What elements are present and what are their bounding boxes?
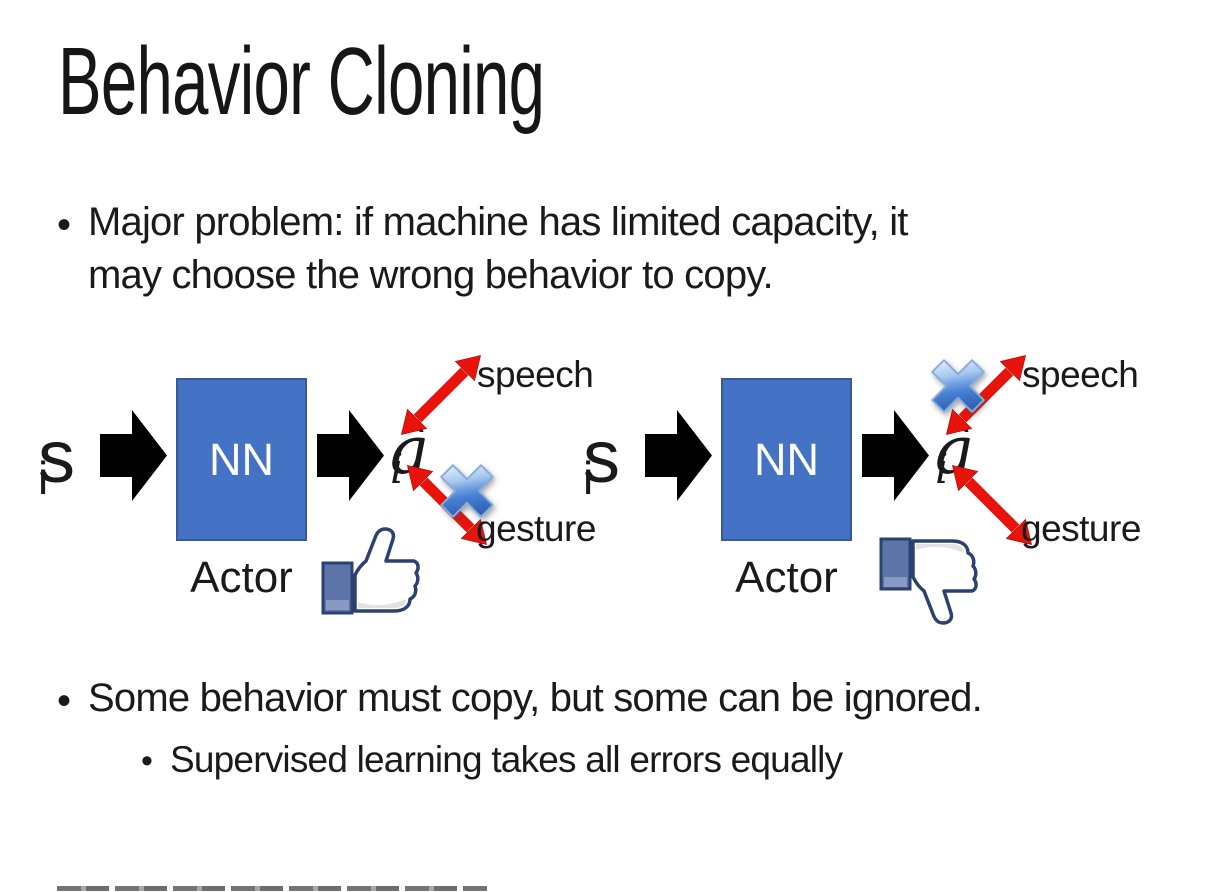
thumbs-up-icon <box>320 527 440 622</box>
action-subscript: i <box>390 444 404 493</box>
nn-box: NN <box>176 378 307 541</box>
flow-arrow-icon <box>862 408 930 503</box>
cross-x-icon <box>435 459 499 523</box>
cross-x-icon <box>926 354 990 418</box>
actor-caption: Actor <box>190 553 293 602</box>
flow-arrow-icon <box>100 408 168 503</box>
branch-label-gesture: gesture <box>1021 508 1141 549</box>
state-subscript: i <box>38 452 49 504</box>
cropped-text-artifact <box>57 886 487 891</box>
bullet-major-problem-line2: may choose the wrong behavior to copy. <box>88 253 774 297</box>
bullet-supervised-learning: Supervised learning takes all errors equ… <box>170 739 843 780</box>
state-subscript: i <box>583 452 594 504</box>
double-arrow-speech-icon <box>399 353 483 437</box>
bullet-marker: • <box>57 679 71 723</box>
flow-arrow-icon <box>645 408 713 503</box>
nn-box: NN <box>721 378 852 541</box>
nn-box-label: NN <box>209 433 274 485</box>
bullet-marker: • <box>141 742 153 780</box>
actor-caption: Actor <box>735 553 838 602</box>
page-title: Behavior Cloning <box>58 28 545 135</box>
action-subscript: i <box>935 444 949 493</box>
bullet-marker: • <box>57 203 71 247</box>
bullet-some-behavior: Some behavior must copy, but some can be… <box>88 676 983 720</box>
nn-box-label: NN <box>754 433 819 485</box>
branch-label-speech: speech <box>1022 354 1139 395</box>
branch-label-speech: speech <box>477 354 594 395</box>
flow-arrow-icon <box>317 408 385 503</box>
state-var: s <box>38 415 75 498</box>
branch-label-gesture: gesture <box>476 508 596 549</box>
bullet-major-problem-line1: Major problem: if machine has limited ca… <box>88 200 908 244</box>
state-var: s <box>583 415 620 498</box>
thumbs-down-icon <box>878 530 998 625</box>
